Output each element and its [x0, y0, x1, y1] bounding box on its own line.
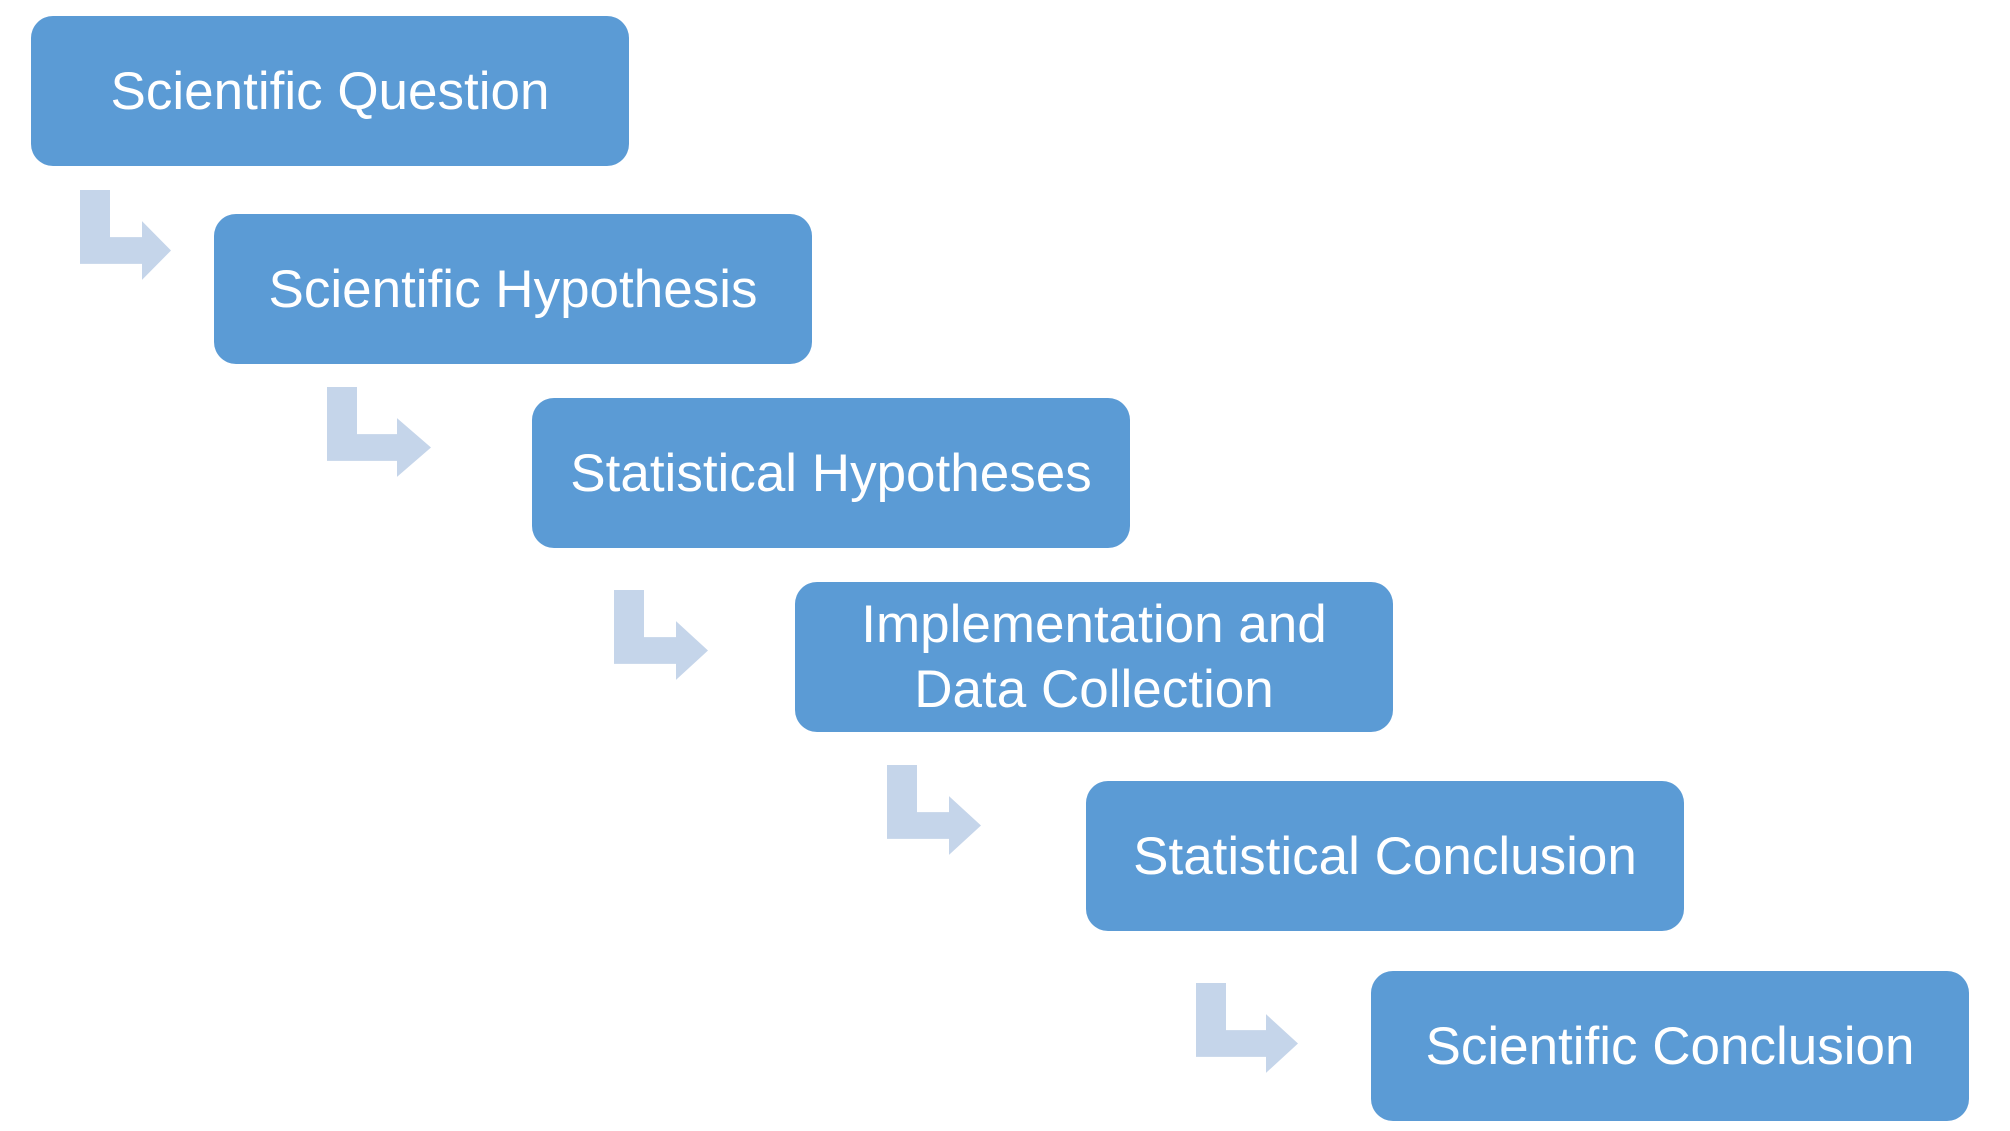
bent-arrow-icon [80, 190, 171, 280]
step-label: Scientific Conclusion [1425, 1016, 1915, 1076]
step-scientific-hypothesis: Scientific Hypothesis [214, 214, 812, 364]
bent-arrow-icon [614, 590, 708, 680]
step-label-line-2: Data Collection [914, 660, 1274, 719]
step-label: Scientific Question [110, 61, 550, 121]
step-statistical-conclusion: Statistical Conclusion [1086, 781, 1684, 931]
step-label: Scientific Hypothesis [268, 259, 758, 319]
step-statistical-hypotheses: Statistical Hypotheses [532, 398, 1130, 548]
bent-arrow-icon [887, 765, 981, 855]
step-scientific-question: Scientific Question [31, 16, 629, 166]
step-scientific-conclusion: Scientific Conclusion [1371, 971, 1969, 1121]
bent-arrow-icon [327, 387, 431, 477]
step-label-line-1: Implementation and [861, 595, 1327, 654]
step-implementation-data-collection: Implementation and Data Collection [795, 582, 1393, 732]
step-label: Statistical Hypotheses [570, 443, 1092, 503]
step-label: Statistical Conclusion [1133, 826, 1637, 886]
bent-arrow-icon [1196, 983, 1298, 1073]
